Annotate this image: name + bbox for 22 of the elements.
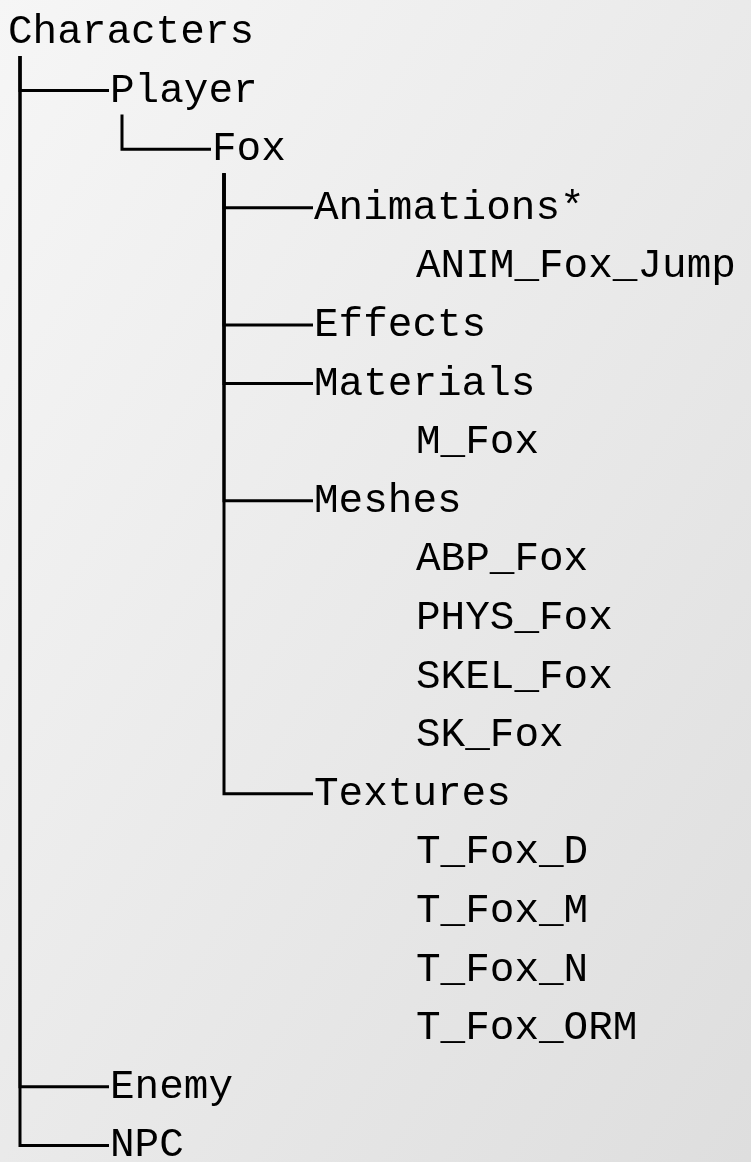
file-name: T_Fox_D	[416, 828, 589, 877]
folder-name: Player	[110, 66, 258, 115]
folder-name: NPC	[110, 1121, 184, 1162]
file-name: ABP_Fox	[416, 535, 589, 584]
tree-connector	[120, 114, 211, 151]
folder-name: Textures	[314, 769, 511, 818]
folder-name: Animations*	[314, 183, 585, 232]
folder-name: Meshes	[314, 476, 462, 525]
file-name: T_Fox_ORM	[416, 1004, 638, 1053]
file-name: M_Fox	[416, 418, 540, 467]
file-name: T_Fox_M	[416, 887, 589, 935]
folder-name: Effects	[314, 301, 487, 349]
folder-name: Enemy	[110, 1062, 234, 1111]
file-name: T_Fox_N	[416, 945, 589, 994]
folder-name: Materials	[314, 359, 536, 408]
file-name: SKEL_Fox	[416, 652, 613, 701]
file-name: SK_Fox	[416, 711, 564, 760]
file-name: PHYS_Fox	[416, 594, 613, 642]
folder-name: Characters	[8, 8, 255, 56]
folder-name: Fox	[212, 125, 286, 174]
tree-connector	[222, 173, 313, 796]
file-name: ANIM_Fox_Jump	[416, 242, 736, 291]
